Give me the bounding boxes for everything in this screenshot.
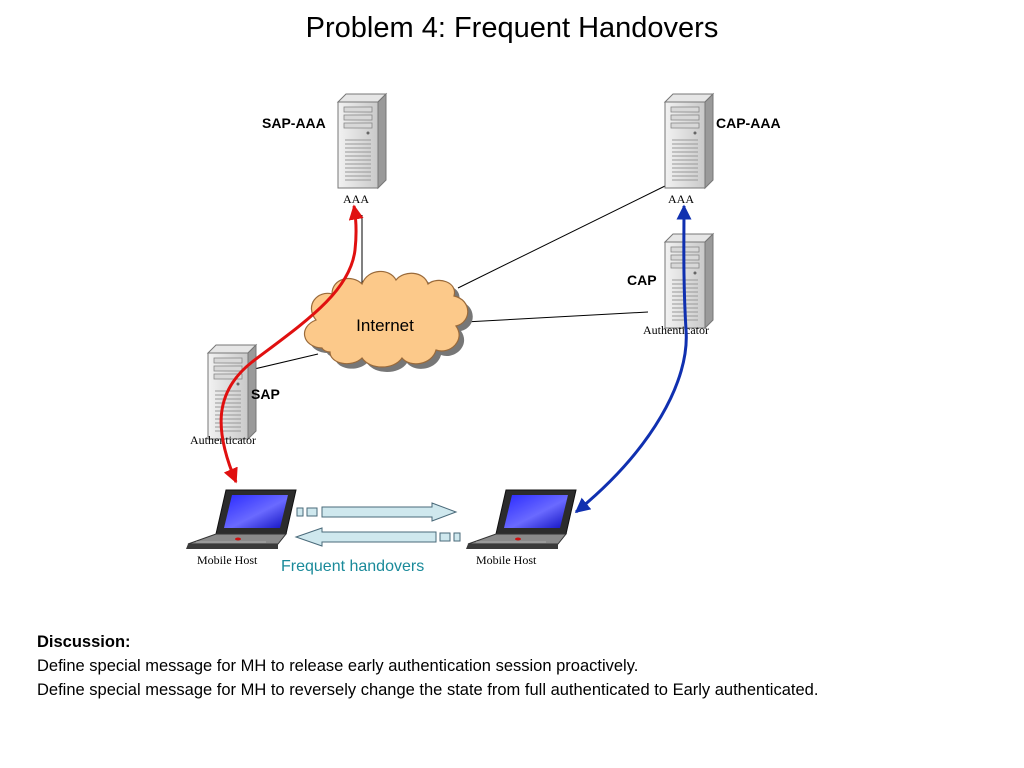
handover-arrow-left [294,527,461,547]
discussion-heading: Discussion: [37,633,131,651]
mobile-host-left-caption: Mobile Host [197,553,258,567]
aaa-right-caption: AAA [668,192,694,206]
mobile-host-left-laptop-icon [185,489,297,550]
discussion-section: Discussion: Define special message for M… [37,630,897,702]
discussion-line-1: Define special message for MH to release… [37,657,639,675]
internet-label: Internet [356,316,414,335]
aaa-left-caption: AAA [343,192,369,206]
mobile-host-right-caption: Mobile Host [476,553,537,567]
cap-aaa-label: CAP-AAA [716,115,781,131]
discussion-line-2: Define special message for MH to reverse… [37,681,819,699]
handover-arrow-right [296,502,458,522]
slide-title: Problem 4: Frequent Handovers [305,12,719,44]
cap-aaa-server-icon [664,93,714,189]
sap-authenticator-server-icon [207,344,257,440]
link-cap-aaa-to-internet [457,185,666,289]
cap-authenticator-server-icon [664,233,714,329]
cap-label: CAP [627,272,657,288]
sap-aaa-label: SAP-AAA [262,115,326,131]
mobile-host-right-laptop-icon [465,489,577,550]
frequent-handovers-label: Frequent handovers [281,558,424,575]
link-internet-to-cap [464,311,649,323]
cap-authenticator-caption: Authenticator [643,323,709,337]
red-auth-path-arrow [219,204,364,484]
blue-auth-path-arrow [574,204,692,514]
sap-label: SAP [251,386,280,402]
sap-aaa-server-icon [337,93,387,189]
